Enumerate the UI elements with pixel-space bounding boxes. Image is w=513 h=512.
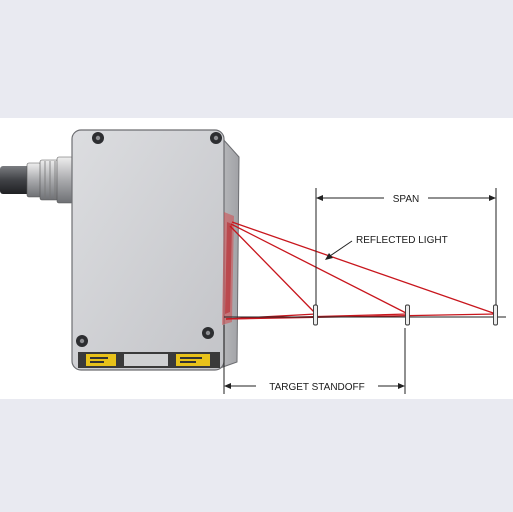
standoff-arrow-right-icon xyxy=(398,383,405,389)
span-arrow-right-icon xyxy=(489,195,496,201)
cable xyxy=(0,166,30,194)
target-standoff-label: TARGET STANDOFF xyxy=(269,382,365,393)
leader-arrow-icon xyxy=(325,253,333,260)
optical-window xyxy=(222,212,234,325)
span-label: SPAN xyxy=(393,194,420,205)
target-plate-mid xyxy=(405,304,410,326)
reflected-light-label: REFLECTED LIGHT xyxy=(356,235,448,246)
target-plate-near xyxy=(313,304,318,326)
housing-front-face xyxy=(71,129,225,371)
screw-icon xyxy=(210,132,222,144)
reflected-light-leader xyxy=(326,240,353,259)
screw-icon xyxy=(202,327,214,339)
label-strip xyxy=(78,352,220,368)
screw-icon xyxy=(92,132,104,144)
target-plate-far xyxy=(493,304,498,326)
span-arrow-left-icon xyxy=(316,195,323,201)
cable-gland xyxy=(26,156,74,204)
span-dimension xyxy=(315,188,497,305)
screw-icon xyxy=(76,335,88,347)
standoff-arrow-left-icon xyxy=(224,383,231,389)
